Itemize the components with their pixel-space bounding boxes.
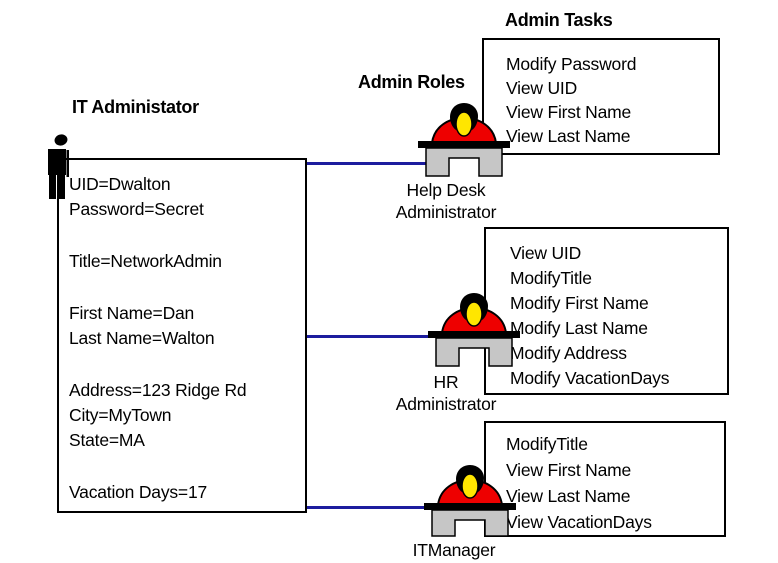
attribute-last-name: Last Name=Walton [69,328,215,348]
it-administator-heading: IT Administator [72,97,199,117]
task-list: ModifyTitle View First Name View Last Na… [486,423,724,535]
task-item: Modify Address [510,343,627,363]
role-label-hr: HR Administrator [390,371,502,415]
task-box-help-desk: Modify Password View UID View First Name… [482,38,720,155]
task-item: ModifyTitle [510,268,592,288]
role-name-line: Administrator [395,394,497,414]
attribute-list: UID=Dwalton Password=Secret Title=Networ… [59,160,305,505]
role-label-help-desk: Help Desk Administrator [390,179,502,223]
task-box-hr: View UID ModifyTitle Modify First Name M… [484,227,729,395]
task-item: View UID [506,78,578,98]
task-item: View UID [510,243,582,263]
person-silhouette-icon [48,134,69,199]
attribute-city: City=MyTown [69,405,172,425]
attribute-title: Title=NetworkAdmin [69,251,222,271]
attribute-state: State=MA [69,430,145,450]
task-item: Modify Last Name [510,318,648,338]
task-item: View Last Name [506,126,631,146]
role-name-line: Administrator [395,202,497,222]
person-at-desk-icon [428,293,520,367]
task-item: Modify Password [506,54,637,74]
task-item: View Last Name [506,486,631,506]
role-name-line: Help Desk [406,180,486,200]
person-at-desk-icon [424,465,516,537]
connector-line-it-manager [306,506,434,509]
task-item: Modify First Name [510,293,649,313]
attribute-uid: UID=Dwalton [69,174,171,194]
task-item: View VacationDays [506,512,652,532]
role-label-it-manager: ITManager [392,539,516,561]
attribute-first-name: First Name=Dan [69,303,195,323]
it-administrator-attributes-box: UID=Dwalton Password=Secret Title=Networ… [57,158,307,513]
task-item: Modify VacationDays [510,368,670,388]
attribute-vacation-days: Vacation Days=17 [69,482,208,502]
connector-line-hr [306,335,430,338]
role-name-line: ITManager [412,540,496,560]
attribute-address: Address=123 Ridge Rd [69,380,247,400]
role-name-line: HR [433,372,459,392]
task-list: View UID ModifyTitle Modify First Name M… [486,229,727,391]
attribute-password: Password=Secret [69,199,204,219]
task-box-it-manager: ModifyTitle View First Name View Last Na… [484,421,726,537]
task-item: ModifyTitle [506,434,588,454]
person-at-desk-icon [418,103,510,177]
task-item: View First Name [506,460,632,480]
connector-line-help-desk [306,162,426,165]
task-item: View First Name [506,102,632,122]
admin-tasks-heading: Admin Tasks [505,10,613,30]
task-list: Modify Password View UID View First Name… [484,40,718,148]
admin-roles-heading: Admin Roles [358,72,465,92]
